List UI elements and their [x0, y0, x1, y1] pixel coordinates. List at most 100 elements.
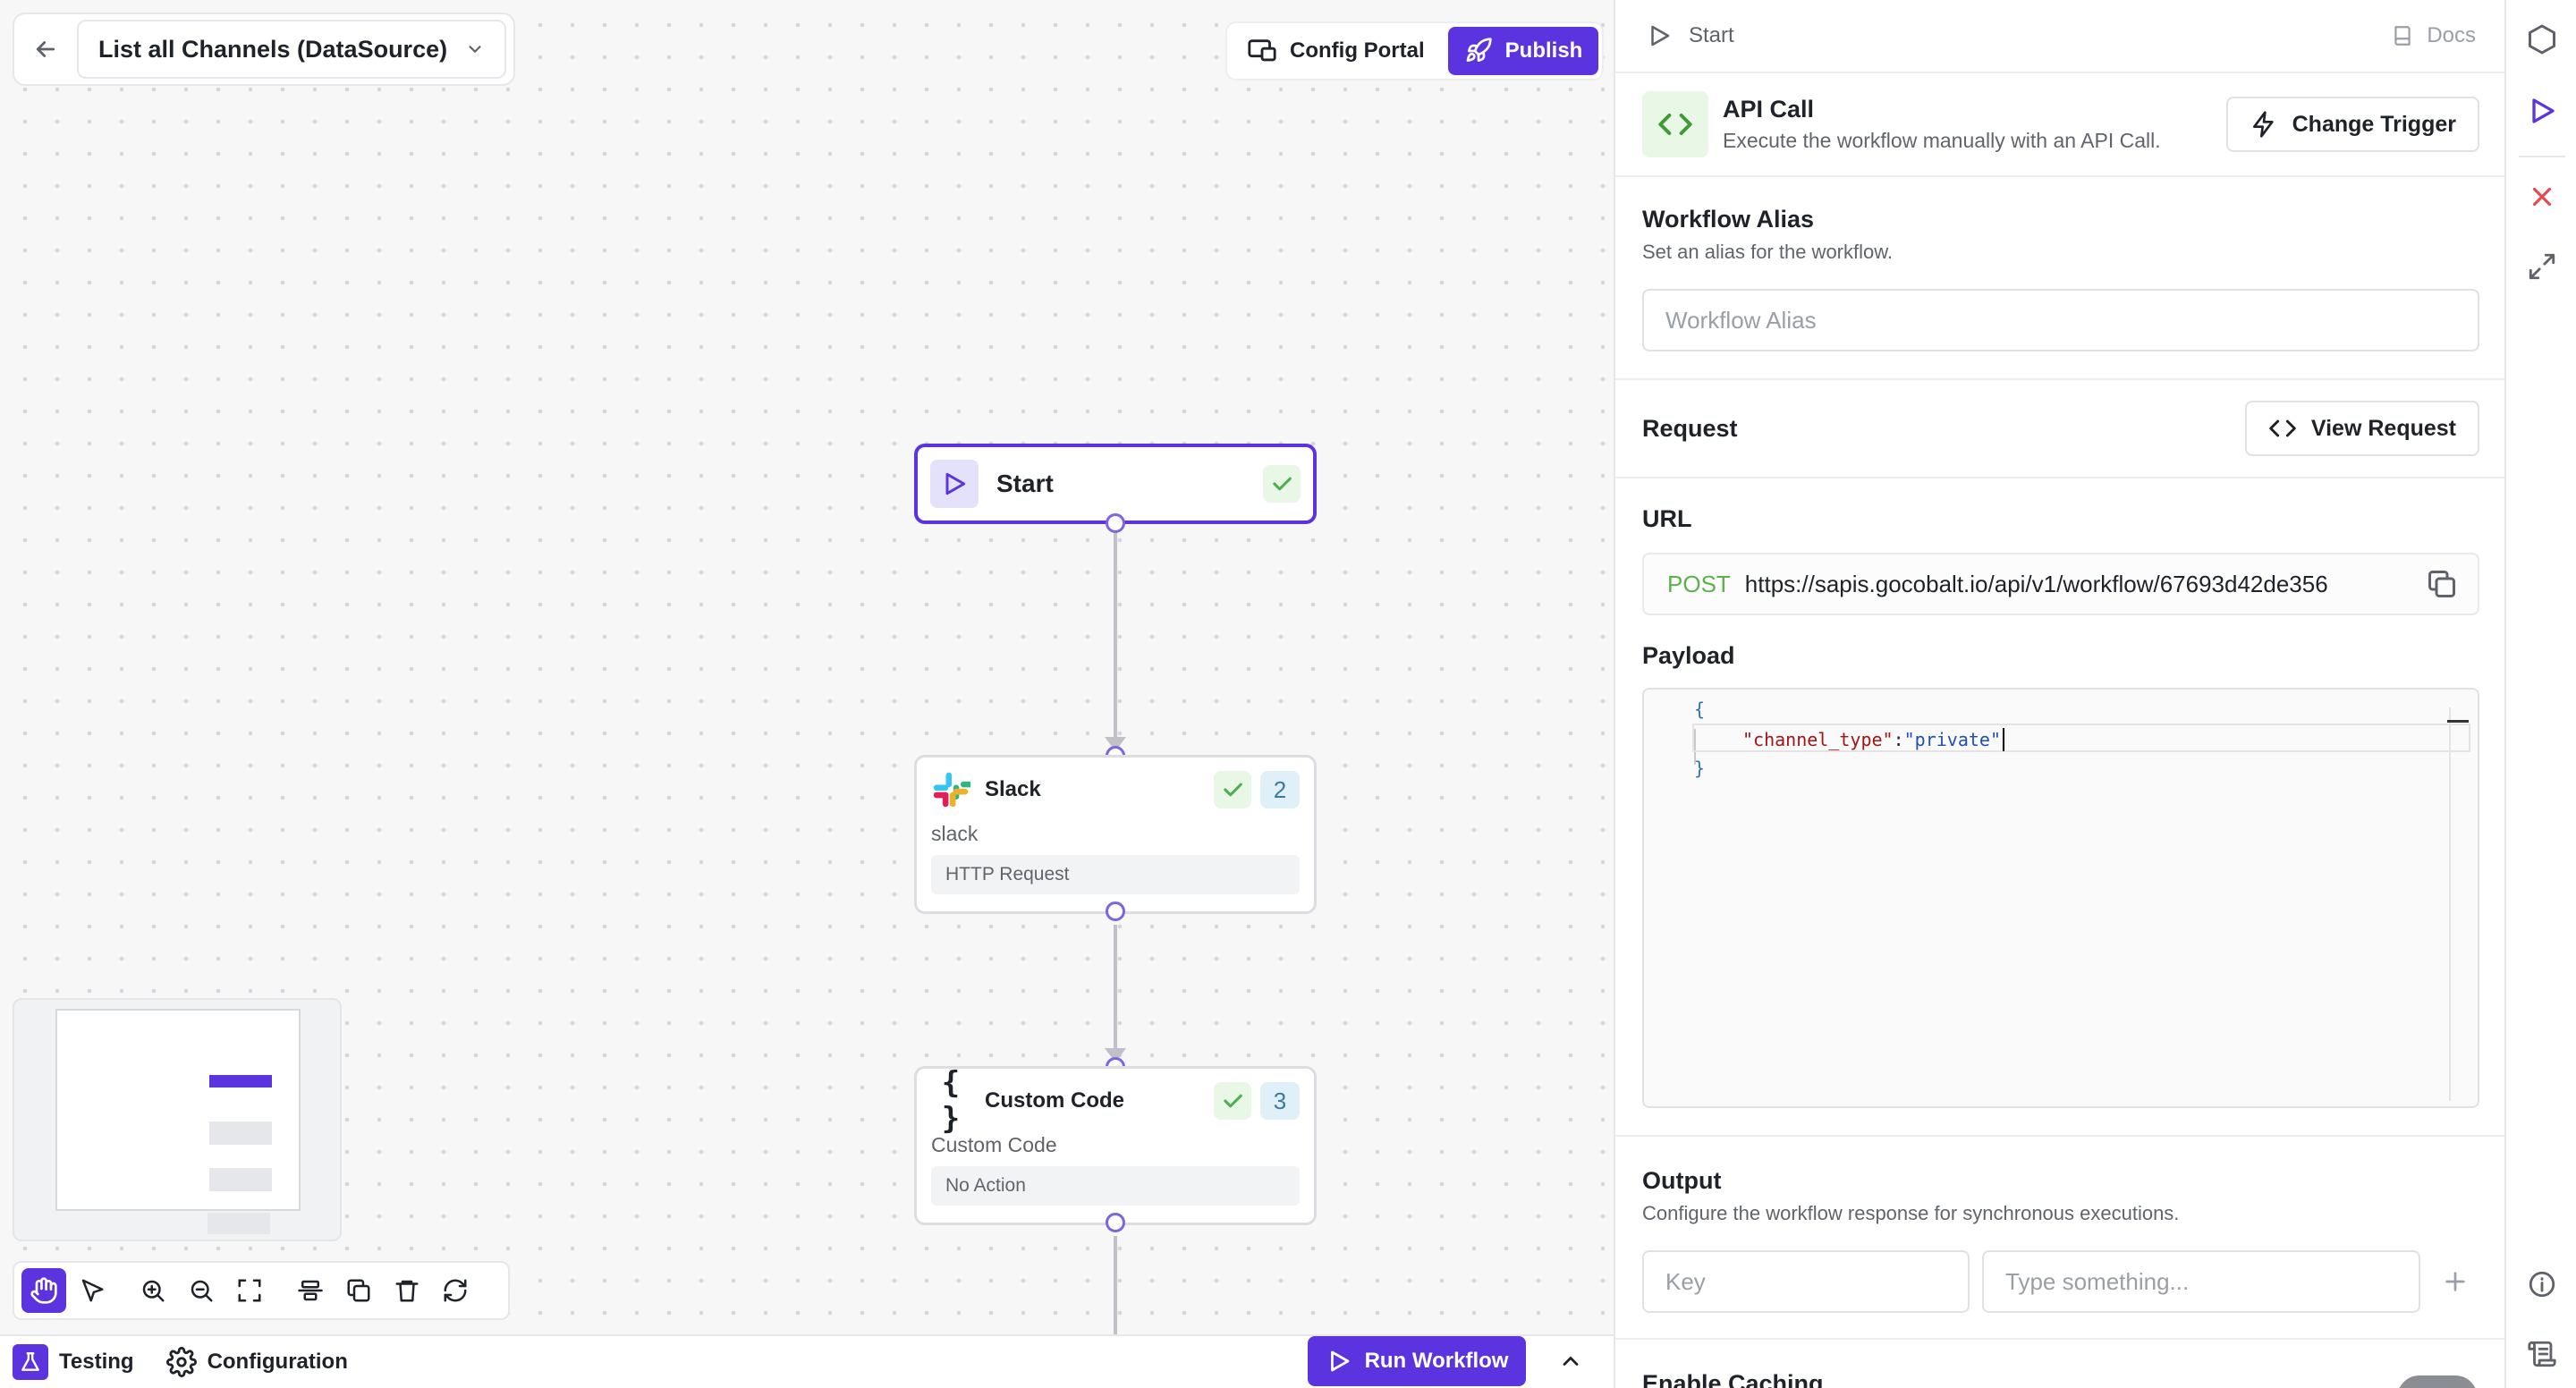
rail-components-button[interactable]	[2519, 16, 2565, 63]
lightning-icon	[2252, 111, 2274, 138]
fit-view-button[interactable]	[227, 1268, 272, 1313]
zoom-out-icon	[191, 1280, 213, 1302]
zoom-out-button[interactable]	[179, 1268, 224, 1313]
close-icon	[2532, 187, 2552, 207]
request-title: Request	[1642, 414, 1738, 442]
flask-icon	[13, 1344, 48, 1380]
node-code-status	[1214, 1082, 1251, 1120]
docs-link[interactable]: Docs	[2391, 23, 2476, 48]
monitor-icon	[1248, 39, 1276, 62]
editor-active-line	[1692, 724, 2470, 752]
add-output-button[interactable]	[2433, 1259, 2478, 1304]
output-value-input[interactable]: Type something...	[1982, 1250, 2420, 1313]
chevron-down-icon	[469, 46, 481, 54]
fit-view-icon	[238, 1279, 261, 1302]
logs-button[interactable]	[2519, 1331, 2565, 1377]
node-code-output-port[interactable]	[1106, 1213, 1125, 1232]
view-request-button[interactable]: View Request	[2244, 401, 2479, 456]
trigger-description: Execute the workflow manually with an AP…	[1723, 129, 2161, 152]
publish-button[interactable]: Publish	[1447, 27, 1599, 75]
workflow-canvas[interactable]: List all Channels (DataSource) Config Po…	[0, 0, 1614, 1334]
right-rail	[2504, 0, 2576, 1388]
change-trigger-button[interactable]: Change Trigger	[2225, 97, 2479, 152]
hexagon-icon	[2529, 24, 2555, 55]
expand-panel-button[interactable]	[2519, 243, 2565, 290]
config-portal-button[interactable]: Config Portal	[1231, 27, 1441, 75]
node-config-panel: Start Docs API Call Execute the workflow…	[1614, 0, 2504, 1388]
node-start-output-port[interactable]	[1106, 513, 1125, 533]
caching-title: Enable Caching	[1642, 1370, 1824, 1388]
back-button[interactable]	[14, 14, 77, 84]
book-icon	[2394, 26, 2411, 46]
code-icon	[1658, 114, 1692, 135]
play-icon	[1330, 1350, 1349, 1372]
hand-tool-button[interactable]	[21, 1268, 66, 1313]
payload-section: Payload { "channel_type":"private" }	[1615, 615, 2504, 1108]
docs-label: Docs	[2427, 23, 2476, 47]
trigger-icon-box	[1642, 91, 1708, 157]
pointer-icon	[81, 1279, 104, 1302]
node-slack[interactable]: Slack 2 slack HTTP Request	[914, 755, 1317, 914]
output-key-placeholder: Key	[1665, 1267, 1706, 1295]
configuration-label: Configuration	[207, 1350, 348, 1374]
zoom-in-button[interactable]	[131, 1268, 175, 1313]
delete-button[interactable]	[385, 1268, 429, 1313]
config-portal-label: Config Portal	[1290, 38, 1425, 63]
alias-description: Set an alias for the workflow.	[1642, 241, 1894, 263]
editor-line-1: {	[1694, 698, 1706, 720]
refresh-button[interactable]	[433, 1268, 478, 1313]
node-start-title: Start	[996, 470, 1054, 497]
url-section: URL POST https://sapis.gocobalt.io/api/v…	[1615, 478, 2504, 615]
plus-icon	[2445, 1272, 2465, 1291]
output-key-input[interactable]: Key	[1642, 1250, 1970, 1313]
expand-testing-button[interactable]	[1551, 1341, 1590, 1381]
info-button[interactable]	[2519, 1261, 2565, 1308]
alias-section: Workflow Alias Set an alias for the work…	[1615, 177, 2504, 378]
alias-placeholder: Workflow Alias	[1665, 306, 1817, 334]
url-field[interactable]: POST https://sapis.gocobalt.io/api/v1/wo…	[1642, 553, 2479, 615]
workflow-select[interactable]: List all Channels (DataSource)	[77, 20, 506, 79]
output-title: Output	[1642, 1167, 1722, 1194]
align-icon	[298, 1280, 323, 1301]
copy-icon[interactable]	[2426, 568, 2458, 600]
caching-toggle[interactable]	[2397, 1375, 2478, 1388]
pointer-tool-button[interactable]	[70, 1268, 114, 1313]
node-code-action-chip: No Action	[931, 1166, 1300, 1206]
zoom-in-icon	[142, 1280, 165, 1302]
node-slack-step-badge: 2	[1260, 771, 1300, 808]
node-slack-subtitle: slack	[931, 822, 979, 845]
configuration-tab[interactable]: Configuration	[165, 1347, 348, 1377]
node-custom-code[interactable]: { } Custom Code 3 Custom Code No Action	[914, 1065, 1317, 1225]
minimap[interactable]	[13, 998, 342, 1241]
edge-slack-code	[1114, 925, 1117, 1055]
panel-title: Start	[1689, 23, 1734, 47]
duplicate-button[interactable]	[336, 1268, 381, 1313]
minimap-node-start	[209, 1075, 272, 1088]
rail-trigger-button[interactable]	[2519, 88, 2565, 134]
output-value-placeholder: Type something...	[2005, 1267, 2190, 1295]
minimap-node	[208, 1213, 270, 1234]
align-button[interactable]	[288, 1268, 333, 1313]
run-workflow-button[interactable]: Run Workflow	[1308, 1336, 1526, 1386]
node-slack-output-port[interactable]	[1106, 901, 1125, 921]
node-start-status	[1263, 465, 1301, 503]
close-panel-button[interactable]	[2519, 174, 2565, 220]
node-start[interactable]: Start	[914, 444, 1317, 524]
node-slack-action-chip: HTTP Request	[931, 855, 1300, 894]
node-start-icon-box	[930, 460, 979, 508]
gear-icon	[165, 1347, 197, 1377]
scroll-icon	[2528, 1341, 2556, 1367]
canvas-toolbar	[13, 1261, 510, 1320]
info-icon	[2529, 1271, 2555, 1298]
workflow-alias-input[interactable]: Workflow Alias	[1642, 289, 2479, 351]
edge-start-slack	[1114, 533, 1117, 744]
payload-editor[interactable]: { "channel_type":"private" }	[1642, 688, 2479, 1108]
minimap-node	[209, 1168, 272, 1191]
edge-code-next	[1114, 1236, 1117, 1334]
publish-label: Publish	[1504, 38, 1583, 63]
editor-scrollbar[interactable]	[2449, 707, 2451, 1101]
testing-tab[interactable]: Testing	[13, 1344, 134, 1380]
panel-header: Start Docs	[1615, 0, 2504, 73]
url-title: URL	[1642, 505, 1692, 532]
caching-section: Enable Caching	[1615, 1340, 2504, 1388]
